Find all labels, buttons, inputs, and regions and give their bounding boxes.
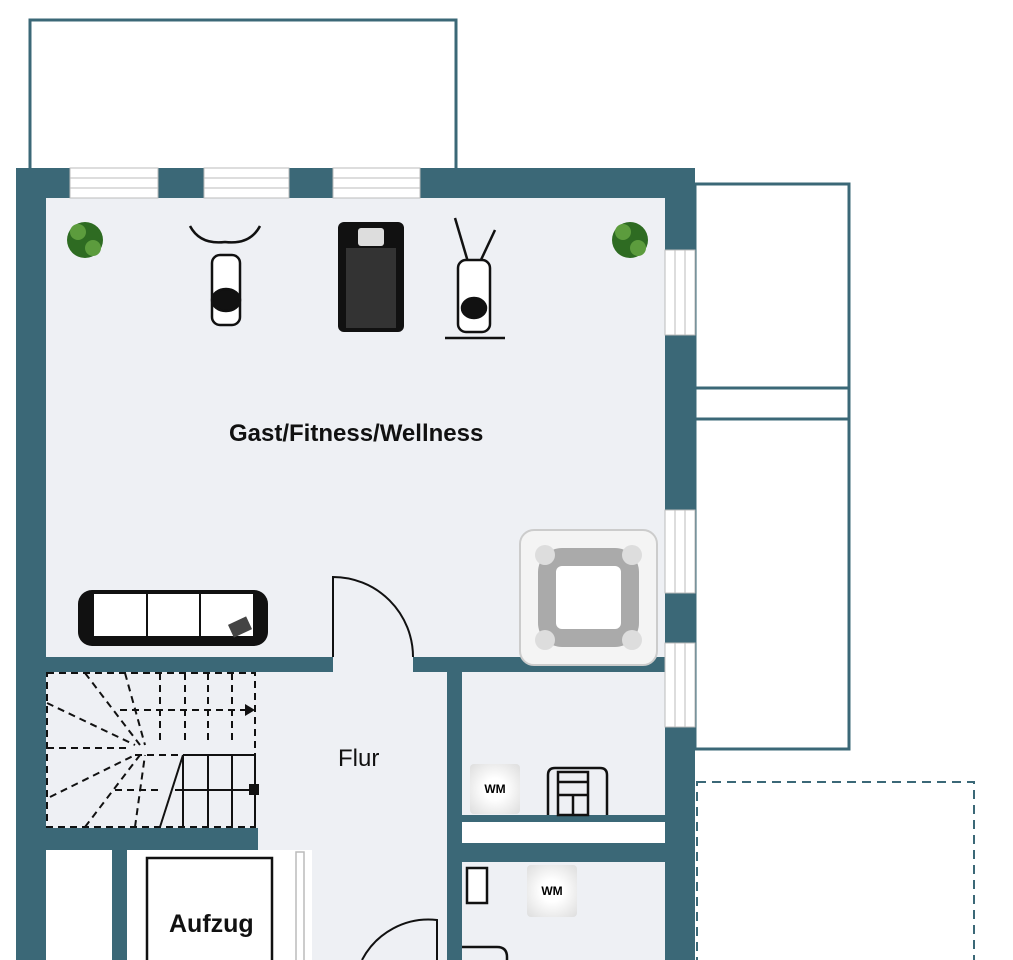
dashed-terrace (696, 781, 975, 960)
top-balcony (28, 18, 458, 172)
elevator-shaft (145, 856, 274, 960)
washing-machine-icon: WM (527, 865, 577, 917)
cabinet-icon (465, 866, 489, 905)
sofa-icon (78, 590, 268, 646)
treadmill-icon (338, 222, 404, 332)
lower-door-swing (361, 918, 438, 960)
room-label-hall: Flur (338, 745, 380, 772)
room-label-main: Gast/Fitness/Wellness (229, 420, 484, 447)
windows-right (664, 249, 696, 728)
main-door-swing (332, 575, 414, 658)
exercise-bike-icon (188, 225, 262, 327)
jacuzzi-icon (519, 529, 658, 666)
washer-label: WM (484, 782, 506, 796)
elliptical-icon (445, 217, 505, 340)
stairs-area (46, 672, 258, 828)
room-label-elevator: Aufzug (169, 910, 254, 938)
staircase (46, 672, 259, 828)
plant-icon (612, 222, 648, 258)
washer-label: WM (541, 884, 563, 898)
right-balcony (693, 182, 851, 751)
windows-top (69, 167, 421, 199)
laundry-rack-icon (546, 766, 609, 817)
toilet-icon (462, 945, 509, 960)
washing-machine-icon: WM (470, 764, 520, 814)
plant-icon (67, 222, 103, 258)
